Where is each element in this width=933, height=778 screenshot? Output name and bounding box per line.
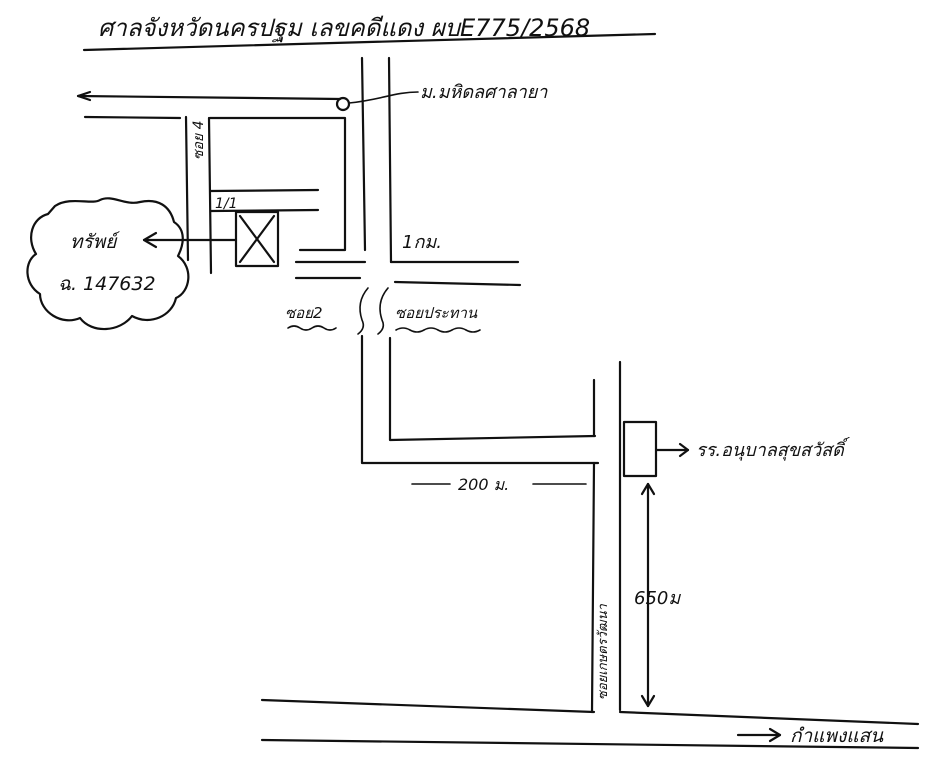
side-street-bottom <box>209 208 320 213</box>
plot-number: 1/1 <box>215 196 238 212</box>
school-label: รร.อนุบาลสุขสวัสดิ์ <box>696 436 851 461</box>
distance-650m: 650ม <box>634 588 681 609</box>
cross-road-lower-edge-right <box>393 280 522 287</box>
kamphaeng-saen-label: กำแพงแสน <box>790 725 884 747</box>
distance-650m-arrow-bottom <box>640 694 656 708</box>
soi4-right-edge <box>207 116 213 275</box>
bottom-road-upper-edge-right <box>618 710 920 726</box>
deed-number: ฉ. 147632 <box>58 273 156 295</box>
university-marker <box>335 96 351 112</box>
center-road-lower-left <box>360 334 600 465</box>
inner-loop-road <box>208 116 347 252</box>
center-road-right-edge <box>387 56 393 264</box>
school-arrow-head <box>678 442 690 458</box>
distance-200m: 200 ม. <box>458 475 509 494</box>
lower-road-left-edge <box>590 461 596 714</box>
bottom-road-upper-edge <box>260 698 596 714</box>
soi-road-vertical-label: ซอยเกษตรวัฒนา <box>596 604 611 700</box>
university-label: ม.มหิดลศาลายา <box>420 82 548 103</box>
title-underline <box>82 32 657 52</box>
distance-650m-arrow-top <box>640 482 656 496</box>
soi-prachathan-label: ซอยประทาน <box>395 304 478 322</box>
bottom-road-lower-edge <box>260 738 920 750</box>
school-building <box>622 420 658 478</box>
center-road-lower-right <box>388 336 597 442</box>
side-street-top <box>209 188 320 193</box>
soi4-label: ซอย 4 <box>191 121 207 160</box>
property-cross-b <box>238 214 276 264</box>
distance-1km: 1กม. <box>402 232 442 253</box>
soi-prachathan-underline <box>395 327 481 333</box>
road-bracket-right <box>377 287 389 335</box>
university-leader-line <box>348 91 419 104</box>
asset-label: ทรัพย์ <box>70 231 120 253</box>
asset-arrow-head <box>142 231 158 249</box>
center-road-left-edge <box>360 56 367 252</box>
top-road-upper-edge <box>76 94 342 101</box>
top-road-arrow <box>76 90 92 102</box>
asset-cloud <box>26 197 190 331</box>
top-road-lower-edge <box>83 115 182 120</box>
road-bracket-left <box>357 287 369 335</box>
soi2-underline <box>287 325 337 331</box>
kamphaeng-saen-arrow-head <box>768 727 782 743</box>
soi2-label: ซอย2 <box>285 304 323 322</box>
soi4-left-edge <box>184 115 190 262</box>
